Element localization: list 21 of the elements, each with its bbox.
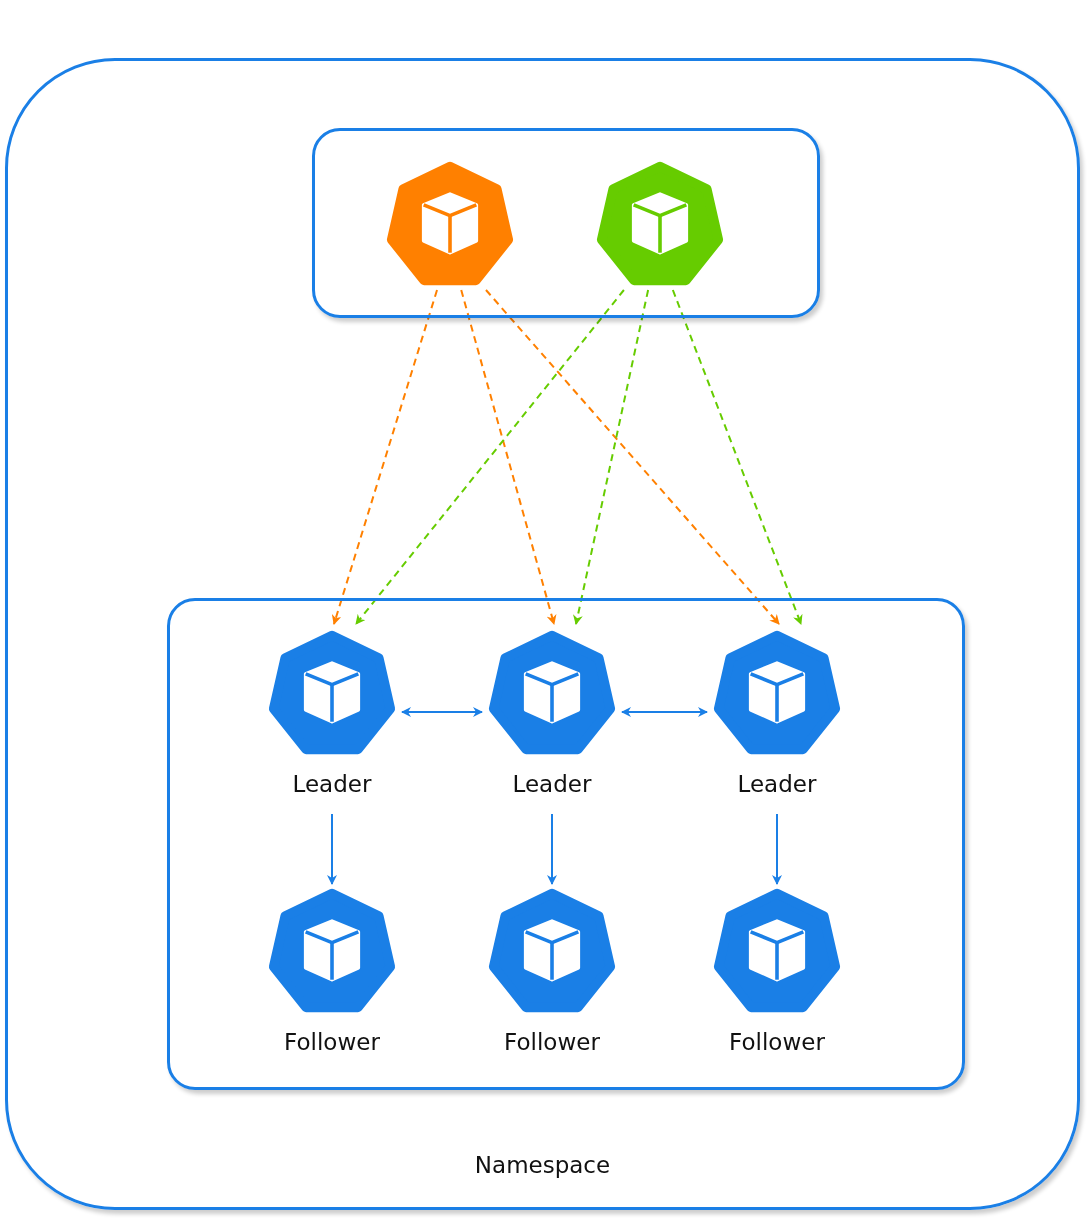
pod-label: Leader — [737, 770, 817, 799]
namespace-frame — [5, 58, 1080, 1210]
arrow — [327, 813, 337, 885]
group-frame — [167, 598, 965, 1090]
pod-label: Follower — [729, 1028, 825, 1057]
arrow — [772, 813, 782, 885]
dashed-arrow — [573, 289, 650, 625]
pod-label: Leader — [292, 770, 372, 799]
group-frame — [312, 128, 820, 318]
arrow — [401, 707, 483, 717]
dashed-arrow — [484, 289, 780, 625]
pod-label: Follower — [504, 1028, 600, 1057]
namespace-label: Namespace — [473, 1150, 612, 1180]
arrow — [621, 707, 708, 717]
dashed-arrow — [671, 289, 803, 625]
arrow — [547, 813, 557, 885]
pod-label: Follower — [284, 1028, 380, 1057]
dashed-arrow — [355, 289, 625, 625]
dashed-arrow — [331, 289, 438, 625]
dashed-arrow — [460, 289, 557, 625]
pod-label: Leader — [512, 770, 592, 799]
